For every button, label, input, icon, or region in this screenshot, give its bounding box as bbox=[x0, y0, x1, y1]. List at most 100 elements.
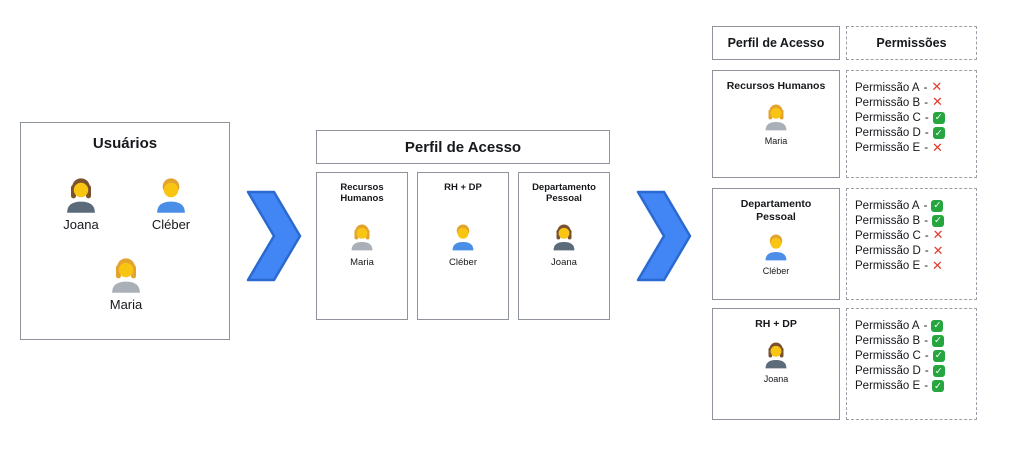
avatar-maria-icon bbox=[347, 222, 377, 252]
profile-card-user: Maria bbox=[350, 257, 374, 268]
permission-separator: - bbox=[924, 127, 929, 140]
table-profile-cell-rh-dp: RH + DP Joana bbox=[712, 308, 840, 420]
permission-separator: - bbox=[924, 365, 929, 378]
permission-separator: - bbox=[923, 319, 928, 332]
permission-status-icon: ✕ bbox=[932, 95, 943, 111]
permission-separator: - bbox=[924, 245, 929, 258]
avatar-cleber-icon bbox=[448, 222, 478, 252]
profile-section-title: Perfil de Acesso bbox=[316, 130, 610, 164]
permission-separator: - bbox=[924, 260, 929, 273]
permission-label: Permissão B bbox=[855, 96, 921, 109]
permission-separator: - bbox=[924, 214, 929, 227]
table-profile-title: RH + DP bbox=[755, 318, 797, 330]
permission-label: Permissão B bbox=[855, 214, 921, 227]
permissions-cell-rh-dp: Permissão A - ✓ Permissão B - ✓ Permissã… bbox=[846, 308, 977, 420]
table-header-profile: Perfil de Acesso bbox=[712, 26, 840, 60]
permission-label: Permissão A bbox=[855, 199, 920, 212]
permission-line: Permissão B - ✓ bbox=[855, 213, 976, 228]
table-profile-title: Recursos Humanos bbox=[726, 80, 826, 92]
permission-separator: - bbox=[924, 96, 929, 109]
permission-separator: - bbox=[924, 334, 929, 347]
avatar-maria-icon bbox=[106, 255, 146, 295]
table-profile-user: Maria bbox=[764, 135, 788, 146]
permission-line: Permissão C - ✓ bbox=[855, 348, 976, 363]
profile-card-title: RH + DP bbox=[444, 182, 482, 193]
user-figure-cleber: Cléber bbox=[135, 175, 207, 232]
profile-card-title: Departamento Pessoal bbox=[532, 182, 596, 205]
permission-label: Permissão E bbox=[855, 142, 921, 155]
table-profile-title: Departamento Pessoal bbox=[740, 198, 812, 223]
permission-line: Permissão D - ✓ bbox=[855, 364, 976, 379]
permission-status-icon: ✓ bbox=[932, 111, 945, 124]
permission-label: Permissão D bbox=[855, 245, 921, 258]
table-profile-cell-recursos-humanos: Recursos Humanos Maria bbox=[712, 70, 840, 178]
table-profile-user: Joana bbox=[763, 373, 789, 384]
permission-label: Permissão D bbox=[855, 127, 921, 140]
permission-line: Permissão E - ✕ bbox=[855, 259, 976, 274]
permission-status-icon: ✕ bbox=[932, 228, 944, 244]
permission-line: Permissão E - ✕ bbox=[855, 141, 976, 156]
permission-separator: - bbox=[924, 111, 929, 124]
permission-label: Permissão C bbox=[855, 229, 921, 242]
flow-arrow-icon bbox=[636, 190, 692, 282]
permission-status-icon: ✓ bbox=[932, 380, 945, 393]
permission-line: Permissão B - ✓ bbox=[855, 333, 976, 348]
permission-status-icon: ✓ bbox=[932, 365, 945, 378]
permission-status-icon: ✓ bbox=[931, 199, 944, 212]
permission-label: Permissão B bbox=[855, 334, 921, 347]
permission-line: Permissão C - ✓ bbox=[855, 110, 976, 125]
avatar-cleber-icon bbox=[761, 232, 791, 262]
avatar-cleber-icon bbox=[151, 175, 191, 215]
permission-label: Permissão E bbox=[855, 380, 921, 393]
user-name: Joana bbox=[63, 217, 99, 232]
permission-line: Permissão A - ✕ bbox=[855, 80, 976, 95]
permission-status-icon: ✓ bbox=[932, 214, 945, 227]
permission-label: Permissão A bbox=[855, 319, 920, 332]
permission-line: Permissão B - ✕ bbox=[855, 95, 976, 110]
permission-status-icon: ✕ bbox=[932, 140, 943, 156]
profile-card-departamento-pessoal: Departamento Pessoal Joana bbox=[518, 172, 610, 320]
profile-card-rh-dp: RH + DP Cléber bbox=[417, 172, 509, 320]
user-name: Maria bbox=[109, 297, 143, 312]
permission-label: Permissão C bbox=[855, 349, 921, 362]
profile-cards-row: Recursos Humanos Maria RH + DP Cléber De… bbox=[316, 172, 610, 320]
permission-separator: - bbox=[923, 81, 928, 94]
permission-label: Permissão D bbox=[855, 365, 921, 378]
profile-card-title: Recursos Humanos bbox=[340, 182, 384, 205]
avatar-joana-icon bbox=[549, 222, 579, 252]
table-header-permissions: Permissões bbox=[846, 26, 977, 60]
permission-separator: - bbox=[923, 199, 928, 212]
permission-separator: - bbox=[924, 142, 929, 155]
permission-status-icon: ✕ bbox=[932, 258, 943, 274]
permission-line: Permissão D - ✓ bbox=[855, 126, 976, 141]
permission-status-icon: ✓ bbox=[931, 319, 944, 332]
permission-separator: - bbox=[924, 229, 929, 242]
permission-status-icon: ✕ bbox=[932, 243, 944, 259]
permission-label: Permissão E bbox=[855, 260, 921, 273]
avatar-joana-icon bbox=[761, 340, 791, 370]
profile-card-user: Cléber bbox=[449, 257, 477, 268]
user-name: Cléber bbox=[151, 217, 191, 232]
avatar-maria-icon bbox=[761, 102, 791, 132]
permission-status-icon: ✕ bbox=[931, 80, 943, 96]
permission-label: Permissão C bbox=[855, 111, 921, 124]
permissions-cell-departamento-pessoal: Permissão A - ✓ Permissão B - ✓ Permissã… bbox=[846, 188, 977, 300]
users-box: Usuários Joana Cléber Maria bbox=[20, 122, 230, 340]
table-profile-cell-departamento-pessoal: Departamento Pessoal Cléber bbox=[712, 188, 840, 300]
user-figure-maria: Maria bbox=[85, 255, 167, 312]
flow-arrow-icon bbox=[246, 190, 302, 282]
profile-card-recursos-humanos: Recursos Humanos Maria bbox=[316, 172, 408, 320]
permission-status-icon: ✓ bbox=[932, 334, 945, 347]
avatar-joana-icon bbox=[61, 175, 101, 215]
permission-separator: - bbox=[924, 380, 929, 393]
user-figure-joana: Joana bbox=[45, 175, 117, 232]
permission-separator: - bbox=[924, 349, 929, 362]
permission-line: Permissão A - ✓ bbox=[855, 198, 976, 213]
permission-label: Permissão A bbox=[855, 81, 920, 94]
permission-line: Permissão E - ✓ bbox=[855, 379, 976, 394]
profile-card-user: Joana bbox=[551, 257, 577, 268]
permissions-cell-recursos-humanos: Permissão A - ✕ Permissão B - ✕ Permissã… bbox=[846, 70, 977, 178]
permission-line: Permissão A - ✓ bbox=[855, 318, 976, 333]
users-box-title: Usuários bbox=[92, 135, 158, 152]
